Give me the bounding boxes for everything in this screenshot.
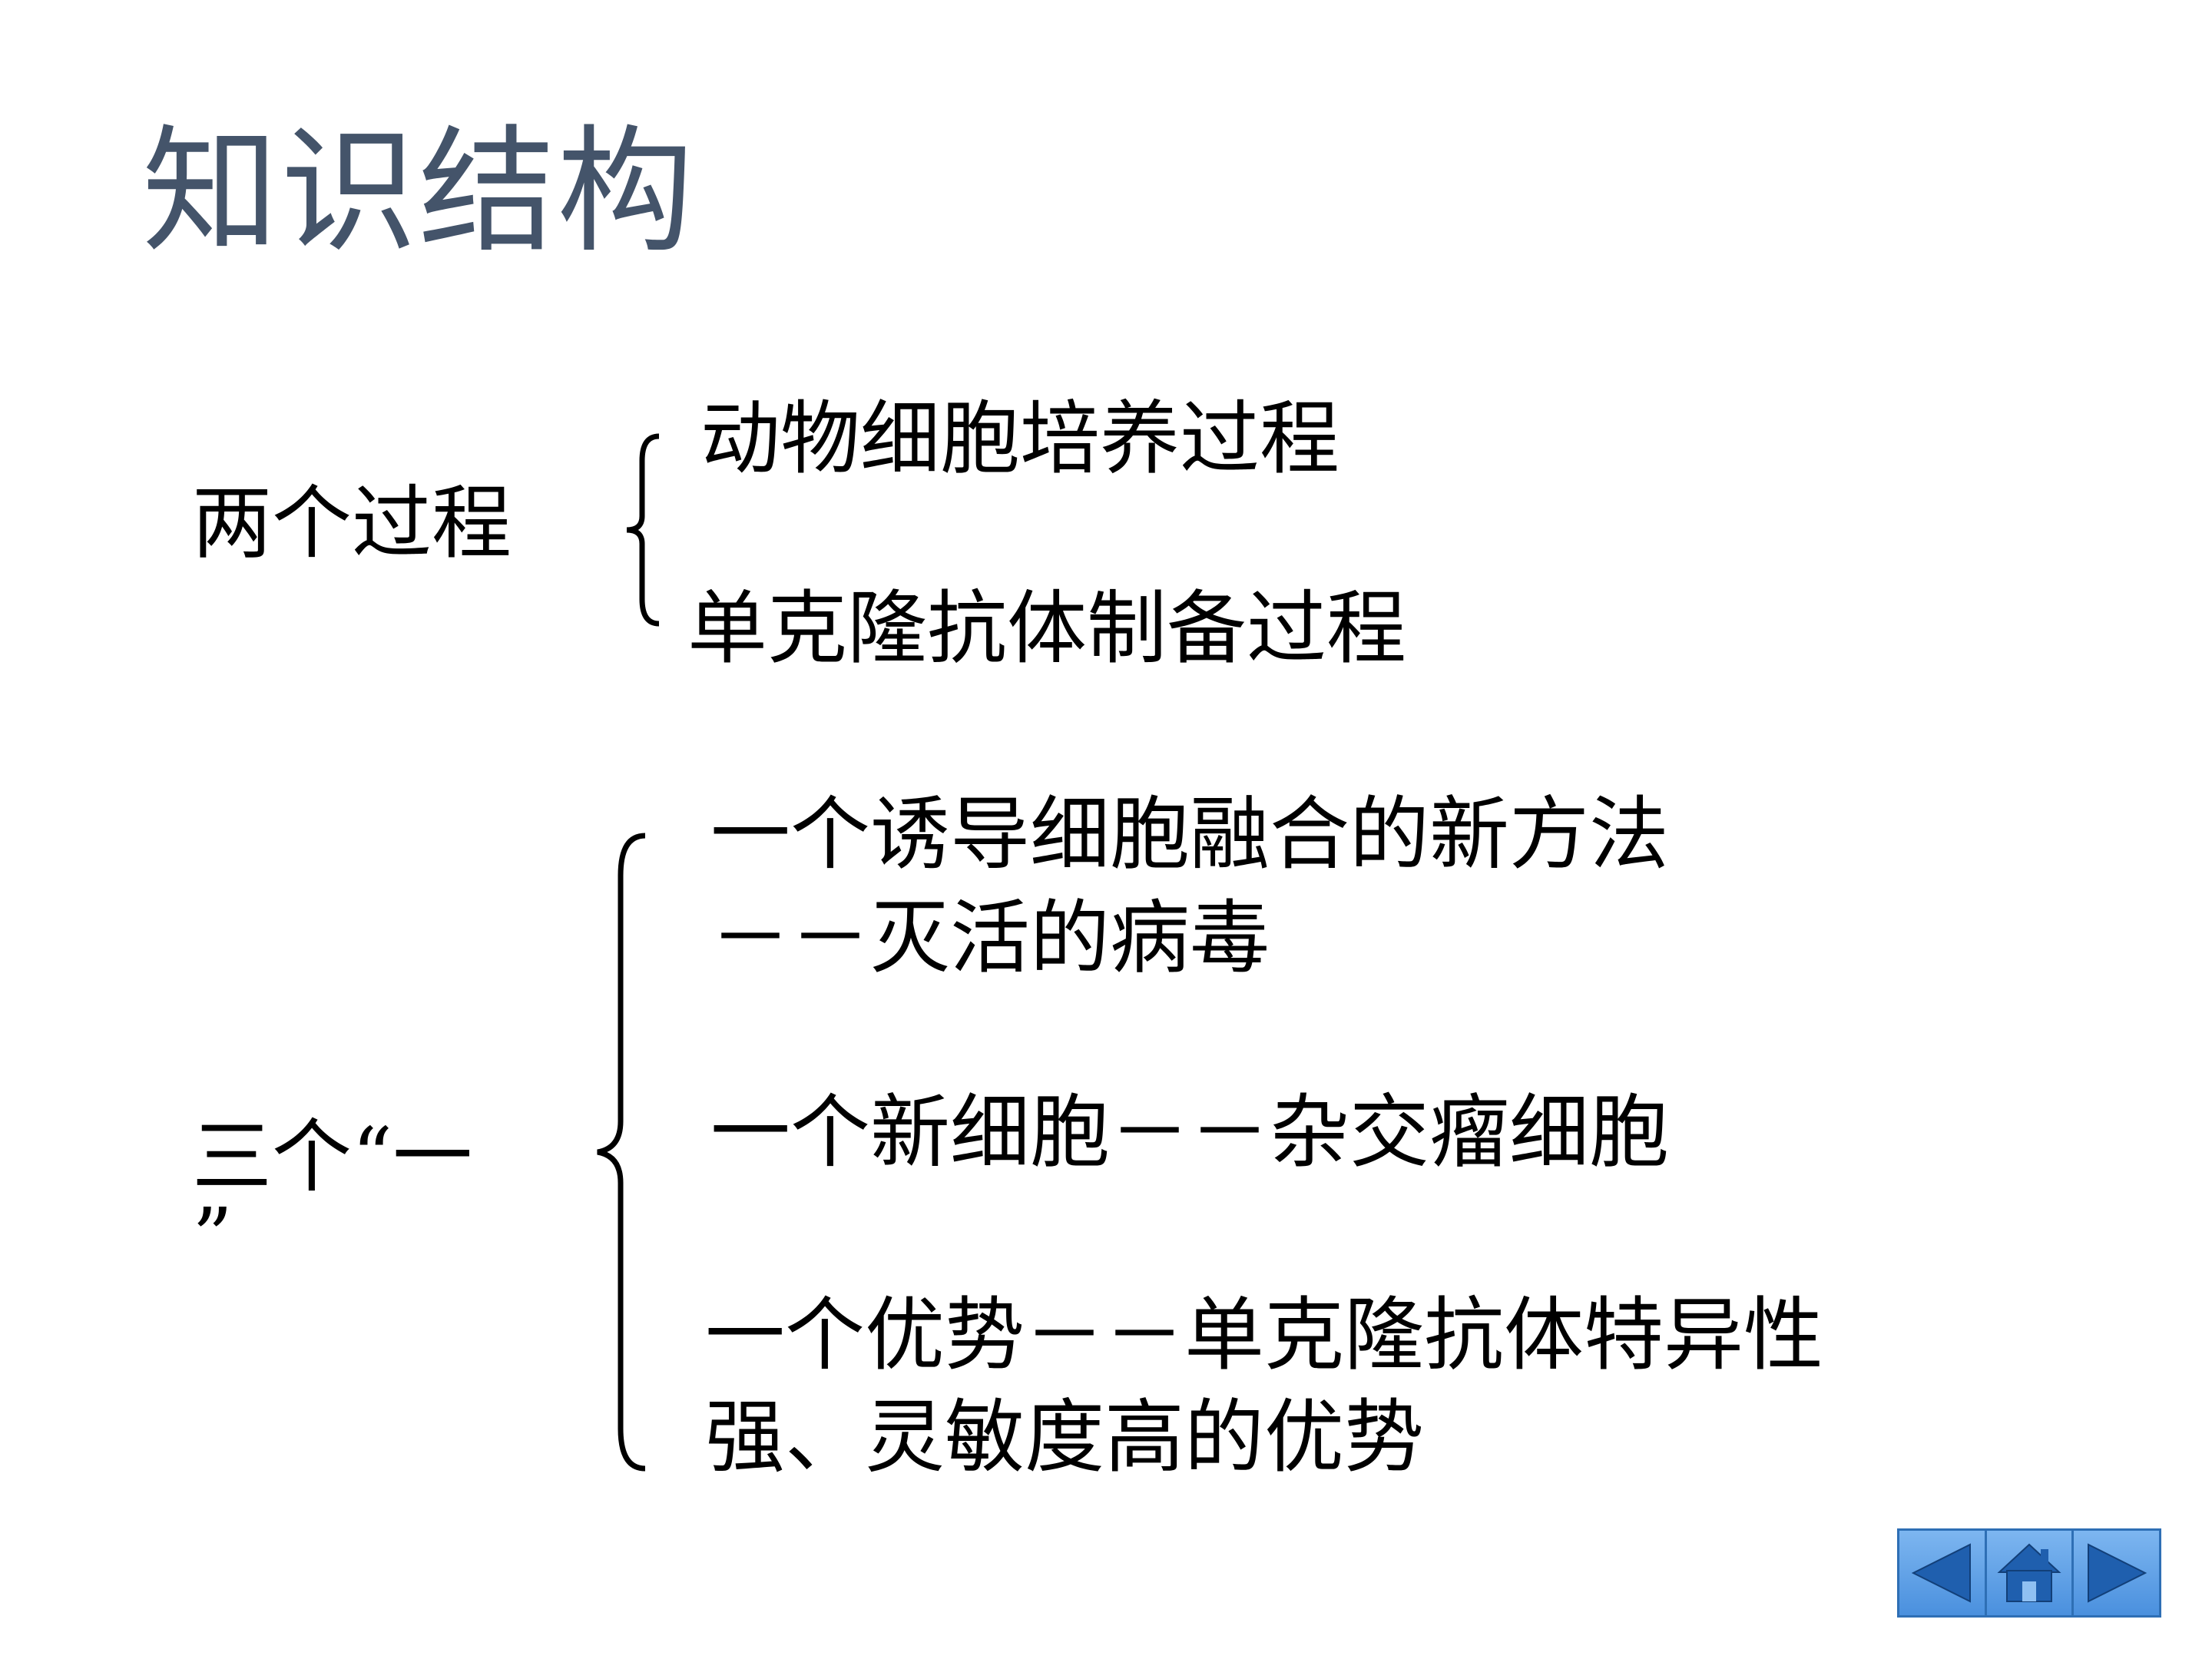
next-icon — [2087, 1543, 2147, 1603]
section2-item-1-line2: －－灭活的病毒 — [710, 891, 1270, 985]
slide-title: 知识结构 — [142, 112, 695, 271]
home-icon — [1997, 1543, 2061, 1602]
section2-item-3-line2: 强、灵敏度高的优势 — [705, 1390, 1425, 1484]
section2-item-3-line1: 一个优势－－单克隆抗体特异性 — [705, 1288, 1824, 1382]
next-slide-button[interactable] — [2074, 1531, 2160, 1615]
section1-brace — [626, 433, 660, 627]
slide-navigation — [1897, 1528, 2161, 1618]
section2-brace — [597, 833, 646, 1472]
section2-item-1-line1: 一个诱导细胞融合的新方法 — [710, 787, 1670, 881]
section1-item-2: 单克隆抗体制备过程 — [687, 581, 1407, 675]
home-button[interactable] — [1986, 1531, 2075, 1615]
section2-label-line1: 三个“一 — [192, 1110, 473, 1204]
prev-icon — [1912, 1543, 1972, 1603]
prev-slide-button[interactable] — [1899, 1531, 1987, 1615]
section2-label-line2: ” — [192, 1190, 233, 1284]
section1-label: 两个过程 — [192, 476, 512, 570]
section1-item-1: 动物细胞培养过程 — [700, 392, 1340, 485]
section2-item-2-line1: 一个新细胞－－杂交瘤细胞 — [710, 1085, 1670, 1179]
